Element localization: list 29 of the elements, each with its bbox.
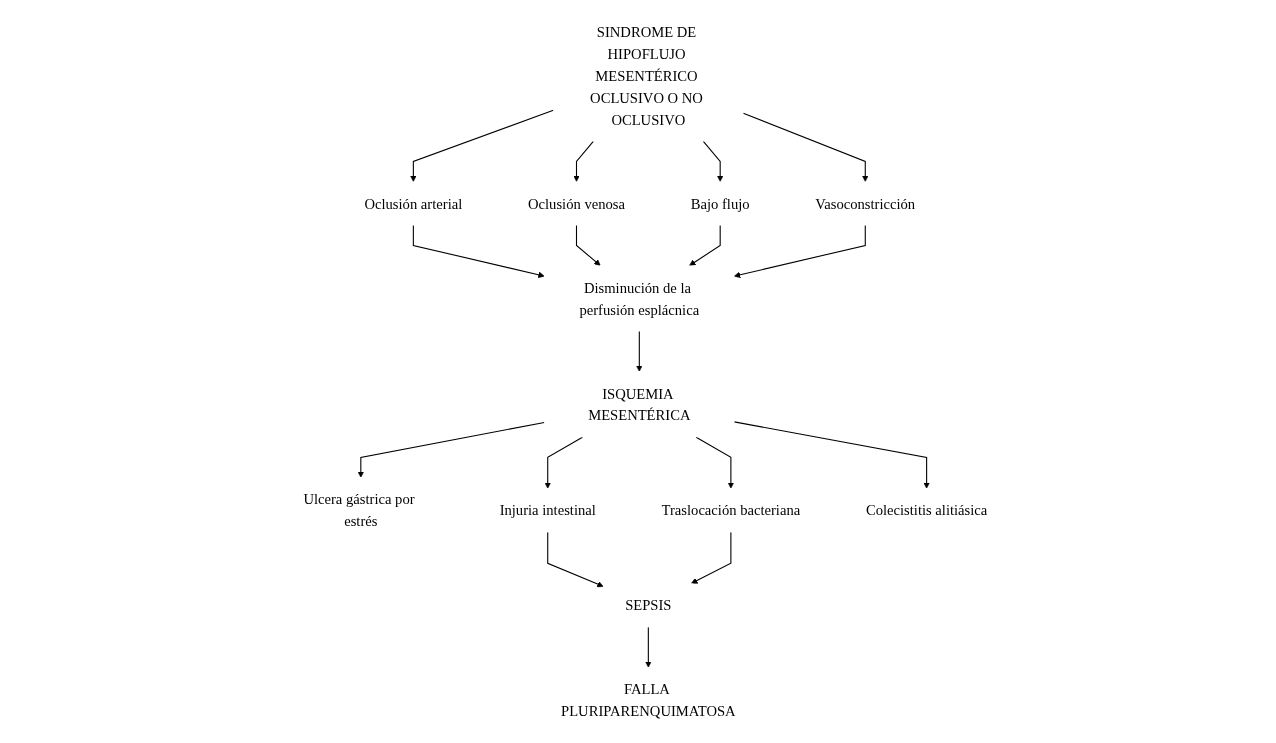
node-text: SEPSIS bbox=[625, 597, 672, 614]
node-text: ISQUEMIA MESENTÉRICA bbox=[588, 385, 691, 424]
node-text: Bajo flujo bbox=[691, 195, 751, 212]
arrow bbox=[358, 421, 546, 478]
arrow bbox=[743, 112, 869, 182]
arrow bbox=[573, 140, 595, 182]
arrow bbox=[734, 224, 867, 278]
node-text: Oclusión arterial bbox=[364, 195, 463, 212]
node-text: Injuria intestinal bbox=[500, 502, 597, 519]
node-text: Traslocación bacteriana bbox=[662, 502, 801, 519]
node-text: Oclusión venosa bbox=[528, 195, 626, 212]
arrow bbox=[410, 109, 555, 182]
arrow bbox=[703, 140, 724, 182]
node-text: SINDROME DE HIPOFLUJO MESENTÉRICO OCLUSIVO O NO OCLUSIVO bbox=[590, 23, 704, 128]
arrow bbox=[691, 531, 732, 584]
arrow bbox=[413, 224, 546, 278]
node-text: Vasoconstricción bbox=[815, 195, 916, 212]
arrow bbox=[576, 224, 602, 266]
arrow bbox=[636, 330, 643, 372]
arrow bbox=[734, 421, 931, 489]
arrow bbox=[689, 224, 722, 266]
arrow bbox=[645, 626, 652, 668]
node-text: Disminución de la perfusión esplácnica bbox=[579, 279, 700, 318]
arrow bbox=[545, 436, 584, 489]
node-text: FALLA PLURIPARENQUIMATOSA bbox=[561, 681, 737, 720]
node-text: Colecistitis alitiásica bbox=[866, 502, 988, 519]
node-text: Ulcera gástrica por estrés bbox=[303, 491, 416, 530]
arrow bbox=[696, 436, 735, 489]
arrow bbox=[547, 531, 605, 588]
